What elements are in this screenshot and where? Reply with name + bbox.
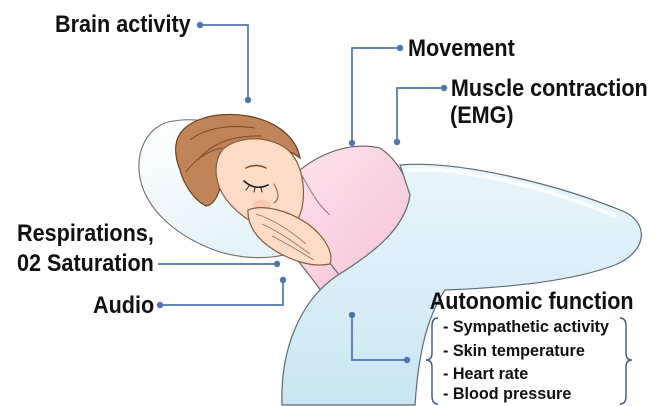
list-item: - Skin temperature <box>443 340 585 362</box>
list-item: - Blood pressure <box>443 383 571 405</box>
muscle-contraction-dot-end <box>394 139 400 145</box>
autonomic-dot-start <box>349 312 355 318</box>
brain-activity-dot-end <box>245 97 251 103</box>
movement-label: Movement <box>408 35 515 63</box>
autonomic-leader-line <box>352 315 407 360</box>
autonomic-dot-end <box>404 357 410 363</box>
respirations-label: Respirations, <box>17 220 154 248</box>
list-item: - Sympathetic activity <box>443 316 609 338</box>
movement-dot-start <box>397 45 403 51</box>
muscle-contraction-dot-start <box>441 85 447 91</box>
right-curly-brace <box>620 318 632 404</box>
movement-leader-line <box>352 48 400 143</box>
audio-dot-end <box>280 277 286 283</box>
muscle-contraction-leader-line <box>397 88 444 142</box>
autonomic-function-label: Autonomic function <box>430 288 634 316</box>
brain-activity-dot-start <box>197 22 203 28</box>
audio-label: Audio <box>93 292 154 320</box>
brain-activity-label: Brain activity <box>55 11 191 39</box>
left-curly-brace <box>426 318 438 404</box>
audio-leader-line <box>160 280 283 305</box>
emg-label: (EMG) <box>450 102 514 130</box>
muscle-contraction-label: Muscle contraction <box>451 75 648 103</box>
brain-activity-leader-line <box>200 25 248 100</box>
list-item: - Heart rate <box>443 363 528 385</box>
audio-dot-start <box>157 302 163 308</box>
respirations-dot-end <box>274 261 280 267</box>
movement-dot-end <box>349 140 355 146</box>
o2-saturation-label: 02 Saturation <box>17 250 154 278</box>
